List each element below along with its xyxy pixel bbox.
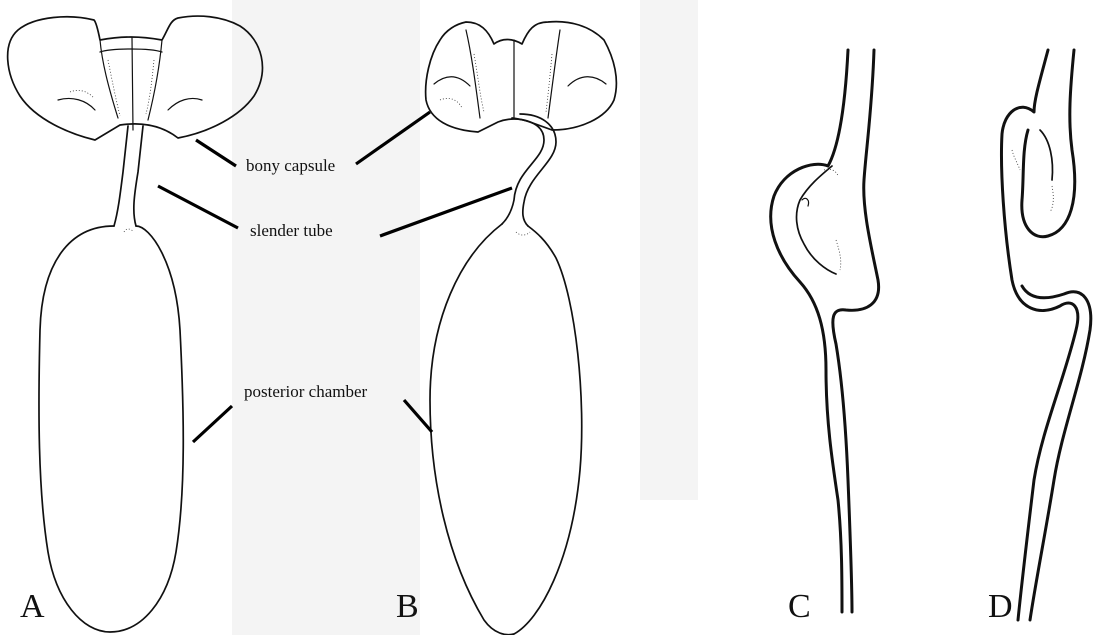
tube-d-inner bbox=[1022, 50, 1091, 620]
background-strip-bc bbox=[640, 0, 698, 500]
tube-d-loop-fold bbox=[1040, 130, 1053, 180]
leader-posterior-chamber-a bbox=[193, 406, 232, 442]
drawing-a bbox=[8, 16, 263, 632]
tube-c-loop-inner bbox=[797, 166, 836, 274]
slender-tube-a-left bbox=[114, 126, 128, 226]
background-strip-ab bbox=[232, 0, 420, 635]
slender-tube-b-right bbox=[520, 114, 556, 226]
panel-letter-b: B bbox=[396, 590, 419, 624]
tube-c-loop-tip bbox=[802, 198, 809, 206]
tube-d-outer bbox=[1001, 50, 1077, 620]
capsule-b-fold-right bbox=[568, 77, 606, 86]
tube-c-stipple bbox=[824, 169, 841, 270]
panel-letter-d: D bbox=[988, 590, 1013, 624]
panel-letter-c: C bbox=[788, 590, 811, 624]
label-slender-tube: slender tube bbox=[250, 222, 333, 239]
slender-tube-a-right bbox=[134, 126, 143, 226]
capsule-a-stipple bbox=[70, 60, 154, 116]
tube-d-stipple bbox=[1012, 150, 1053, 212]
leader-bony-capsule-a bbox=[196, 140, 236, 166]
posterior-chamber-b bbox=[430, 224, 582, 635]
capsule-a-midline bbox=[132, 38, 133, 130]
tube-a-stipple bbox=[124, 229, 134, 232]
label-bony-capsule: bony capsule bbox=[246, 157, 335, 174]
leader-slender-tube-a bbox=[158, 186, 238, 228]
capsule-b-stipple bbox=[440, 54, 552, 112]
tube-b-stipple bbox=[516, 232, 530, 235]
bony-capsule-a bbox=[8, 16, 263, 140]
capsule-a-upper-edge bbox=[100, 49, 162, 52]
label-posterior-chamber: posterior chamber bbox=[244, 383, 367, 400]
drawing-c bbox=[771, 50, 879, 612]
posterior-chamber-a bbox=[39, 226, 183, 632]
capsule-b-fold-left bbox=[434, 77, 470, 86]
capsule-a-fold-left bbox=[58, 98, 95, 110]
panel-letter-a: A bbox=[20, 590, 45, 624]
drawing-b bbox=[426, 22, 617, 635]
drawing-d bbox=[1001, 50, 1090, 620]
tube-c-outer bbox=[771, 50, 848, 612]
capsule-a-fold-right bbox=[168, 98, 202, 110]
capsule-b-ridge-left bbox=[466, 30, 480, 118]
capsule-b-ridge-right bbox=[548, 30, 560, 118]
